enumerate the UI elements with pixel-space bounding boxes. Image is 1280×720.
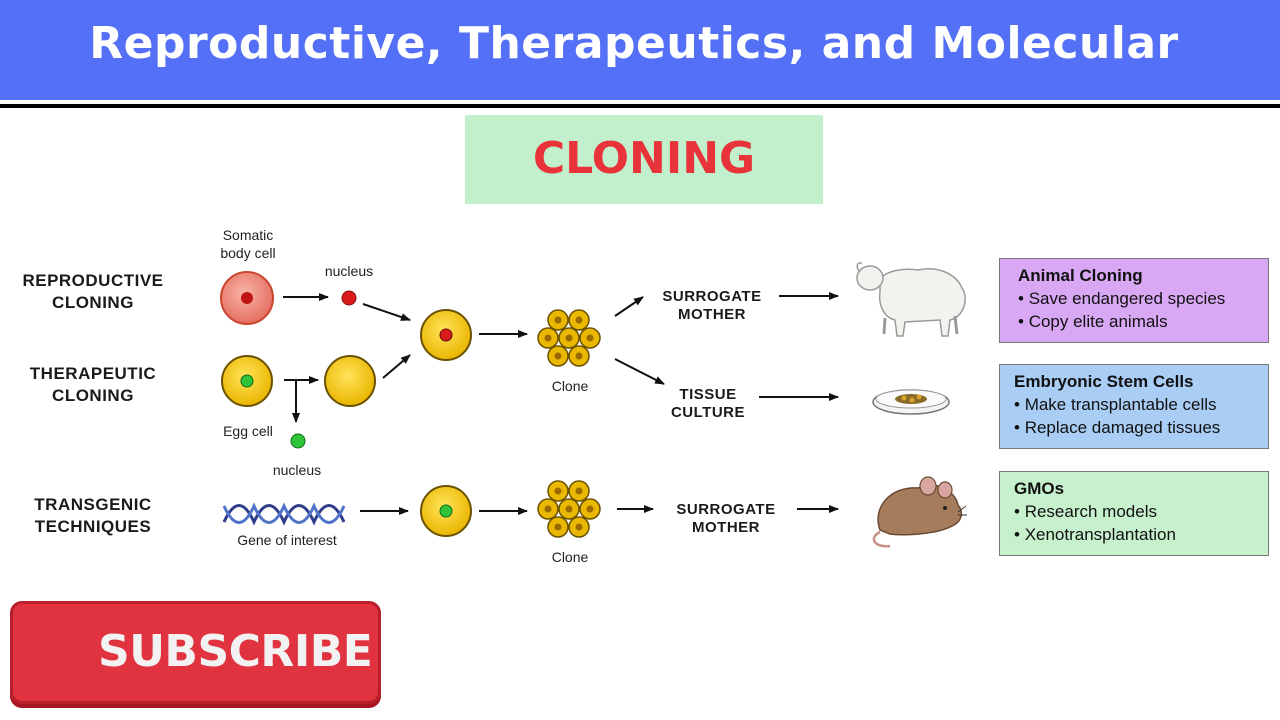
label-clone-bottom: Clone	[551, 549, 589, 565]
info-bullet: Save endangered species	[1018, 287, 1256, 310]
subscribe-button[interactable]: SUBSCRIBE	[10, 601, 381, 704]
info-box-gmos: GMOs Research models Xenotransplantation	[999, 471, 1269, 556]
info-title: GMOs	[1014, 479, 1065, 498]
label-nucleus-bottom: nucleus	[272, 462, 322, 478]
info-title: Embryonic Stem Cells	[1014, 372, 1194, 391]
arrow	[362, 303, 411, 321]
info-bullet: Xenotransplantation	[1014, 523, 1256, 546]
label-nucleus-top: nucleus	[324, 263, 374, 279]
transgenic-egg-cell	[420, 485, 472, 537]
dna-helix-icon	[222, 502, 346, 526]
arrow	[614, 358, 665, 385]
petri-dish-icon	[872, 389, 950, 415]
clone-cluster-bottom	[537, 480, 601, 538]
header-divider	[0, 104, 1280, 108]
label-egg-cell: Egg cell	[223, 423, 273, 439]
info-box-stem-cells: Embryonic Stem Cells Make transplantable…	[999, 364, 1269, 449]
subtitle: CLONING	[532, 133, 756, 184]
mouse-icon	[872, 476, 967, 548]
label-clone-top: Clone	[551, 378, 589, 394]
info-box-animal-cloning: Animal Cloning Save endangered species C…	[999, 258, 1269, 343]
subscribe-label: SUBSCRIBE	[98, 626, 373, 677]
info-bullet: Copy elite animals	[1018, 310, 1256, 333]
info-bullet: Replace damaged tissues	[1014, 416, 1256, 439]
sheep-icon	[856, 262, 966, 337]
arrow	[614, 296, 644, 317]
subtitle-box: CLONING	[465, 115, 823, 204]
nucleus-green	[290, 433, 306, 449]
arrow	[382, 354, 411, 379]
egg-cell-enucleated-fused	[420, 309, 472, 361]
info-bullet: Research models	[1014, 500, 1256, 523]
egg-cell	[221, 355, 273, 407]
info-title: Animal Cloning	[1018, 266, 1143, 285]
header-banner: Reproductive, Therapeutics, and Molecula…	[0, 0, 1280, 100]
nucleus-red	[341, 290, 357, 306]
enucleated-egg	[324, 355, 376, 407]
somatic-cell	[220, 271, 274, 325]
page-title: Reproductive, Therapeutics, and Molecula…	[89, 18, 1179, 69]
label-gene-of-interest: Gene of interest	[237, 532, 337, 548]
clone-cluster-top	[537, 309, 601, 367]
info-bullet: Make transplantable cells	[1014, 393, 1256, 416]
